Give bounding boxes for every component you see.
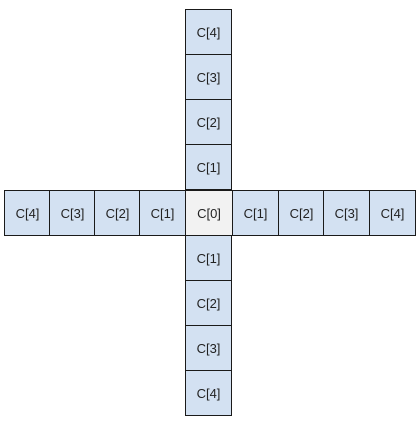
cell-up-4: C[4] xyxy=(185,9,232,55)
cell-up-3: C[3] xyxy=(185,54,232,100)
cell-right-4: C[4] xyxy=(369,190,416,236)
cell-down-2: C[2] xyxy=(185,280,232,326)
cell-down-1: C[1] xyxy=(185,235,232,281)
cell-down-3: C[3] xyxy=(185,325,232,371)
cell-down-4: C[4] xyxy=(185,370,232,416)
cell-right-1: C[1] xyxy=(232,190,279,236)
cell-left-3: C[3] xyxy=(49,190,96,236)
cell-left-4: C[4] xyxy=(4,190,51,236)
cell-left-1: C[1] xyxy=(139,190,186,236)
cell-up-1: C[1] xyxy=(185,144,232,190)
cell-up-2: C[2] xyxy=(185,99,232,145)
cell-right-2: C[2] xyxy=(278,190,325,236)
cell-right-3: C[3] xyxy=(323,190,370,236)
cell-center: C[0] xyxy=(185,190,233,236)
cell-left-2: C[2] xyxy=(94,190,141,236)
